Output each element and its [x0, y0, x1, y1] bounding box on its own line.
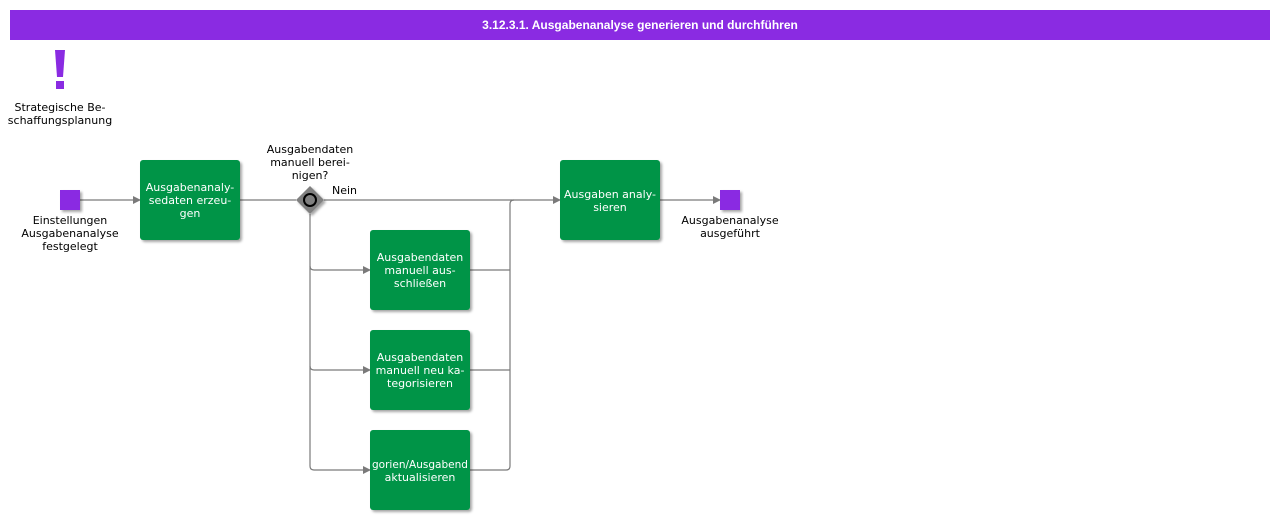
gateway-label-line-1: Ausgabendaten	[267, 143, 353, 156]
gateway-label-line-3: nigen?	[292, 169, 329, 182]
end-event: Ausgabenanalyse ausgeführt	[681, 190, 779, 240]
recategorize-line-1: Ausgabendaten	[377, 351, 463, 364]
exclude-line-1: Ausgabendaten	[377, 251, 463, 264]
connector-to-exclude	[309, 265, 371, 274]
exclude-line-2: manuell aus-	[384, 264, 455, 277]
trigger-event: Strategische Be- schaffungsplanung	[8, 50, 112, 127]
trigger-label-line-2: schaffungsplanung	[8, 114, 112, 127]
gateway-diamond	[296, 186, 324, 214]
connector-update-out	[470, 465, 511, 471]
update-line-2: aktualisieren	[385, 471, 456, 484]
exclude-line-3: schließen	[394, 277, 446, 290]
gateway-label-line-2: manuell berei-	[270, 156, 350, 169]
trigger-label-line-1: Strategische Be-	[15, 101, 106, 114]
recategorize-line-2: manuell neu ka-	[376, 364, 465, 377]
connectors	[80, 196, 721, 474]
activity-exclude[interactable]: Ausgabendaten manuell aus- schließen	[370, 230, 470, 310]
generate-line-1: Ausgabenanaly-	[146, 181, 234, 194]
diagram-title: 3.12.3.1. Ausgabenanalyse generieren und…	[10, 10, 1270, 40]
activity-analyze[interactable]: Ausgaben analy- sieren	[560, 160, 660, 240]
exclamation-icon	[55, 50, 65, 89]
end-event-square	[720, 190, 740, 210]
start-label-line-1: Einstellungen	[33, 214, 108, 227]
gateway[interactable]: Ausgabendaten manuell berei- nigen? Nein	[267, 143, 357, 214]
update-line-1: gorien/Ausgabend	[372, 458, 468, 471]
connector-to-recategorize	[309, 365, 371, 374]
recategorize-line-3: tegorisieren	[387, 377, 453, 390]
gateway-no-label: Nein	[332, 184, 357, 197]
connector-gateway-branches	[309, 214, 315, 471]
end-label-line-2: ausgeführt	[700, 227, 761, 240]
activity-update[interactable]: gorien/Ausgabend aktualisieren	[370, 430, 470, 510]
connector-merge	[509, 199, 515, 466]
end-label-line-1: Ausgabenanalyse	[681, 214, 778, 227]
start-event: Einstellungen Ausgabenanalyse festgelegt	[21, 190, 119, 253]
analyze-line-2: sieren	[593, 201, 627, 214]
start-label-line-2: Ausgabenanalyse	[21, 227, 118, 240]
gateway-circle-icon	[303, 193, 317, 207]
activity-recategorize[interactable]: Ausgabendaten manuell neu ka- tegorisier…	[370, 330, 470, 410]
start-event-square	[60, 190, 80, 210]
analyze-line-1: Ausgaben analy-	[564, 188, 656, 201]
activity-generate[interactable]: Ausgabenanaly- sedaten erzeu- gen	[140, 160, 240, 240]
generate-line-3: gen	[180, 207, 201, 220]
start-label-line-3: festgelegt	[42, 240, 98, 253]
generate-line-2: sedaten erzeu-	[149, 194, 232, 207]
